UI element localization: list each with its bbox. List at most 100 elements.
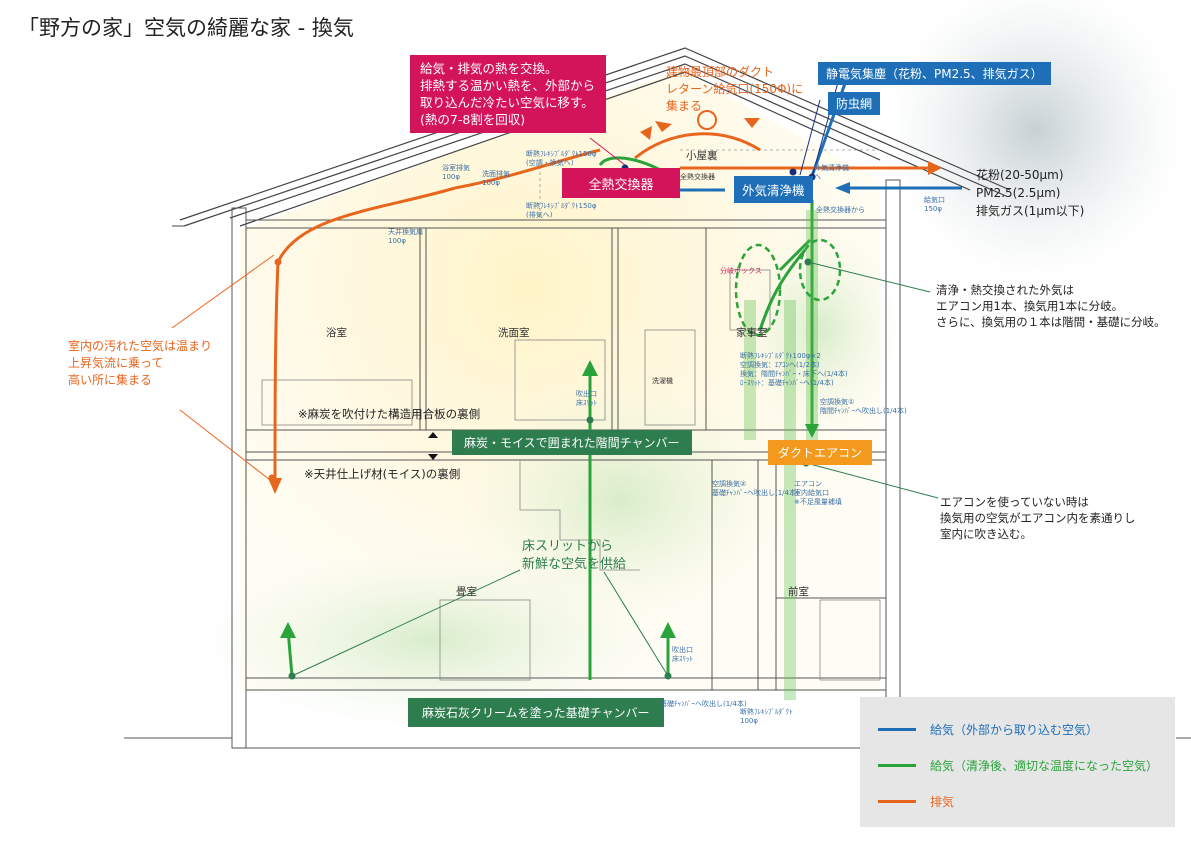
callout-line: (熱の7-8割を回収) [420, 112, 526, 127]
small-text: 空調換気：ｴｱｺﾝへ(1/2本) [740, 361, 820, 369]
small-text: 床ｽﾘｯﾄ [576, 399, 597, 407]
pollutants-list: 花粉(20-50μm) PM2.5(2.5μm) 排気ガス(1μm以下) [976, 166, 1084, 220]
legend-item: 給気（外部から取り込む空気） [878, 721, 1098, 738]
callout-line: 排熱する温かい熱を、外部から [420, 78, 596, 93]
room-washroom: 洗面室 [498, 327, 530, 339]
small-text: ﾛｰｽﾘｯﾄ：基礎ﾁｬﾝﾊﾞｰへ(1/4本) [740, 379, 834, 387]
dirty-air-note: 室内の汚れた空気は温まり 上昇気流に乗って 高い所に集まる [68, 338, 212, 389]
callout-line: 給気・排気の熱を交換。 [420, 61, 558, 76]
note-line: さらに、換気用の１本は階間・基礎に分岐。 [936, 315, 1166, 329]
floor-chamber-label: 麻炭・モイスで囲まれた階間チャンバー [452, 430, 692, 455]
attic-heat-label: 全熱交換器 [680, 173, 715, 181]
small-text: 吹出口 [576, 390, 597, 398]
foundation-chamber-label: 麻炭石灰クリームを塗った基礎チャンバー [408, 698, 664, 727]
small-text: 断熱ﾌﾚｷｼﾌﾞﾙﾀﾞｸﾄ150φ [526, 150, 597, 158]
note-line: 清浄・熱交換された外気は [936, 283, 1074, 297]
small-text: 浴室排気 [442, 164, 470, 172]
outlet-label: 吹出口床ｽﾘｯﾄ [576, 390, 597, 408]
small-text: 断熱ﾌﾚｷｼﾌﾞﾙﾀﾞｸﾄ150φ [526, 202, 597, 210]
room-housework: 家事室 [736, 327, 768, 339]
foundation-outlet-label: 基礎ﾁｬﾝﾊﾞｰへ吹出し(1/4本) [660, 700, 747, 708]
small-text: 断熱ﾌﾚｷｼﾌﾞﾙﾀﾞｸﾄ100φ×2 [740, 352, 821, 360]
legend-swatch-supply-outdoor [878, 728, 916, 731]
page-title: 「野方の家」空気の綺麗な家 - 換気 [18, 16, 354, 40]
moiss-ceiling-note: ※天井仕上げ材(モイス)の裏側 [304, 467, 461, 481]
small-text: 吹出口 [672, 646, 693, 654]
room-bath: 浴室 [326, 327, 347, 339]
small-text: 基礎ﾁｬﾝﾊﾞｰへ吹出し(1/4本) [712, 489, 799, 497]
legend-label: 給気（外部から取り込む空気） [930, 723, 1099, 737]
legend-label: 給気（清浄後、適切な温度になった空気） [930, 759, 1159, 773]
charcoal-plywood-note: ※麻炭を吹付けた構造用合板の裏側 [298, 407, 481, 421]
small-text: (排気へ) [526, 211, 553, 219]
legend-swatch-exhaust [878, 800, 916, 803]
small-text: エアコン [794, 480, 822, 488]
insect-screen-label: 防虫網 [828, 92, 881, 115]
small-text: (空調・換気へ) [526, 159, 574, 167]
small-text: 室内給気口 [794, 489, 829, 497]
small-text: 空調換気② [712, 480, 747, 488]
split-box-label: 分岐ボックス [720, 267, 762, 275]
small-text: 床ｽﾘｯﾄ [672, 655, 693, 663]
note-line: 新鮮な空気を供給 [522, 557, 627, 572]
small-text: 100φ [442, 173, 460, 181]
note-line: 床スリットから [522, 539, 614, 554]
pollutant-item: 花粉(20-50μm) [976, 168, 1064, 182]
note-line: 換気用の空気がエアコン内を素通りし [940, 511, 1136, 525]
heat-exchange-callout: 給気・排気の熱を交換。 排熱する温かい熱を、外部から 取り込んだ冷たい空気に移す… [410, 55, 606, 133]
outdoor-purifier-label: 外気清浄機へ [814, 164, 849, 182]
pollutant-item: PM2.5(2.5μm) [976, 186, 1061, 200]
room-attic: 小屋裏 [686, 150, 718, 162]
small-text: 天井換気扇 [388, 228, 423, 236]
note-line: 集まる [666, 99, 703, 113]
air-purifier-box: 外気清浄機 [734, 176, 813, 203]
pollutant-item: 排気ガス(1μm以下) [976, 204, 1085, 218]
floor-slit-note: 床スリットから 新鮮な空気を供給 [522, 538, 626, 574]
note-line: 室内に吹き込む。 [940, 527, 1032, 541]
duct-top-label: 断熱ﾌﾚｷｼﾌﾞﾙﾀﾞｸﾄ150φ(空調・換気へ) [526, 150, 596, 168]
small-text: 100φ [482, 179, 500, 187]
note-line: 高い所に集まる [68, 373, 153, 387]
outdoor-pollution-cloud [885, 0, 1185, 280]
small-text: 100φ [740, 717, 758, 725]
small-text: 洗面排気 [482, 170, 510, 178]
legend-swatch-supply-clean [878, 764, 916, 767]
small-text: 100φ [388, 237, 406, 245]
note-line: レターン給気口(150Φ)に [666, 82, 804, 96]
duct-aircon-box: ダクトエアコン [768, 440, 873, 465]
aircon-off-note: エアコンを使っていない時は 換気用の空気がエアコン内を素通りし 室内に吹き込む。 [940, 494, 1136, 542]
note-line: 上昇気流に乗って [68, 356, 164, 370]
note-line: 建物最頂部のダクト [666, 65, 775, 79]
legend-item: 給気（清浄後、適切な温度になった空気） [878, 757, 1158, 774]
split-air-note: 清浄・熱交換された外気は エアコン用1本、換気用1本に分岐。 さらに、換気用の１… [936, 282, 1166, 330]
small-text: 外気清浄機 [814, 164, 849, 172]
legend: 給気（外部から取り込む空気） 給気（清浄後、適切な温度になった空気） 排気 [860, 697, 1175, 827]
small-text: へ [814, 173, 821, 181]
electrostatic-label: 静電気集塵（花粉、PM2.5、排気ガス） [818, 62, 1051, 85]
small-text: ※不足風量補填 [794, 498, 842, 506]
return-vent-note: 建物最頂部のダクト レターン給気口(150Φ)に 集まる [666, 64, 803, 115]
outlet-small-label: 吹出口床ｽﾘｯﾄ [672, 646, 693, 664]
small-text: 空調換気① [820, 398, 855, 406]
note-line: 室内の汚れた空気は温まり [68, 339, 213, 353]
small-text: 断熱ﾌﾚｷｼﾌﾞﾙﾀﾞｸﾄ [740, 708, 793, 716]
room-front: 前室 [788, 586, 809, 598]
small-text: 換気：階間ﾁｬﾝﾊﾞｰ・床下へ(1/4本) [740, 370, 848, 378]
note-line: エアコン用1本、換気用1本に分岐。 [936, 299, 1124, 313]
legend-label: 排気 [930, 795, 955, 809]
small-text: 150φ [924, 205, 942, 213]
note-line: エアコンを使っていない時は [940, 495, 1089, 509]
room-washer: 洗濯機 [652, 377, 673, 385]
aircon-inlet-label: エアコン室内給気口※不足風量補填 [794, 480, 842, 507]
legend-item: 排気 [878, 793, 954, 810]
small-text: 給気口 [924, 196, 945, 204]
room-tatami: 畳室 [456, 586, 477, 598]
